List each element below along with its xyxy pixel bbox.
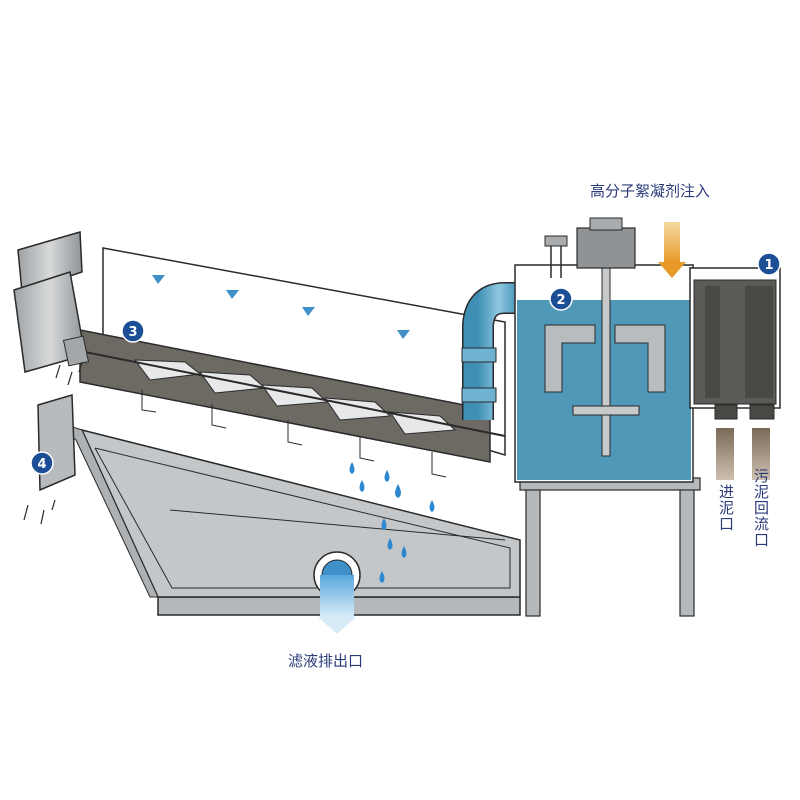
filtrate-drops xyxy=(349,462,435,583)
badge-4: 4 xyxy=(30,451,54,475)
badge-2-label: 2 xyxy=(556,293,565,308)
flocculation-tank xyxy=(514,217,701,617)
sludge-inlet-arrow xyxy=(716,428,734,480)
badge-2: 2 xyxy=(549,287,573,311)
filtrate-outlet xyxy=(313,551,361,634)
metering-tank xyxy=(689,267,781,420)
badge-3-label: 3 xyxy=(128,325,137,340)
sludge-return-label: 污泥回流口 xyxy=(752,468,770,548)
sludge-return-arrow xyxy=(752,428,770,480)
badge-1-label: 1 xyxy=(764,258,773,273)
flocculant-inlet-label: 高分子絮凝剂注入 xyxy=(590,182,710,200)
filtrate-outlet-label: 滤液排出口 xyxy=(288,652,363,670)
screw-drum xyxy=(64,329,506,478)
sludge-inlet-label: 进泥口 xyxy=(717,484,735,532)
feed-pipe xyxy=(461,282,520,420)
badge-1: 1 xyxy=(757,252,781,276)
drive-motor xyxy=(13,231,90,386)
flocculant-arrow xyxy=(658,222,686,278)
filtrate-tray xyxy=(51,419,521,616)
badge-4-label: 4 xyxy=(37,457,46,472)
badge-3: 3 xyxy=(121,319,145,343)
